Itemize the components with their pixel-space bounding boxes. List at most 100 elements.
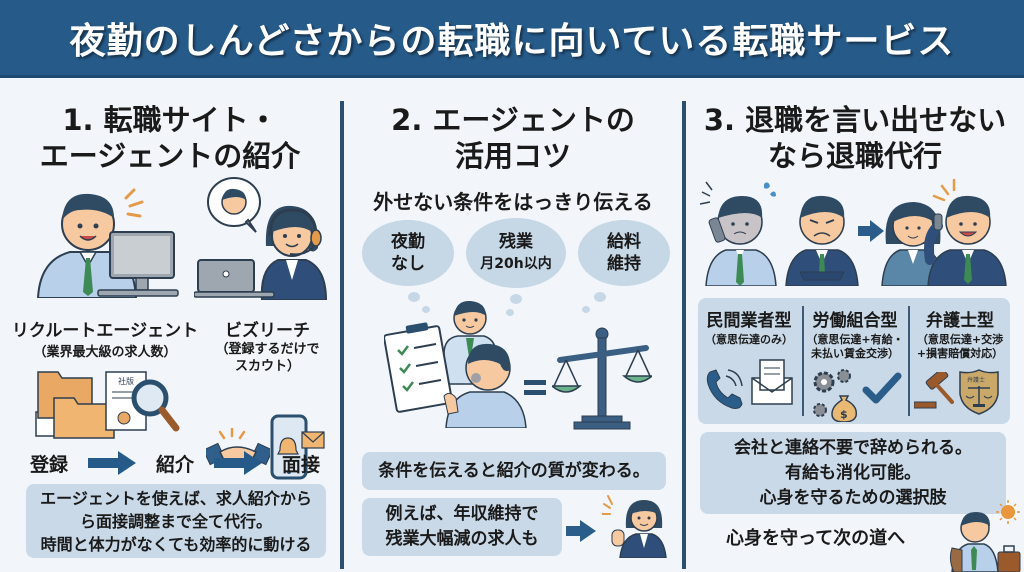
heading-line: 活用コツ	[454, 139, 571, 173]
svg-text:$: $	[840, 408, 848, 421]
phone-icon	[704, 362, 746, 412]
flow-step-introduce: 紹介	[155, 453, 194, 476]
type-desc: （意思伝達+交渉	[916, 333, 1004, 346]
process-flow: 登録 紹介 面接	[30, 448, 320, 478]
checkmark-icon	[862, 372, 902, 406]
section2-subheading: 外せない条件をはっきり伝える	[373, 190, 653, 214]
example-box: 例えば、年収維持で 残業大幅減の求人も	[362, 498, 562, 556]
condition-line: 残業	[499, 232, 533, 252]
money-bag-icon: $	[831, 395, 858, 422]
balance-scale-icon	[552, 326, 652, 430]
condition-line: 給料	[607, 232, 641, 252]
waving-woman-icon	[602, 494, 672, 558]
agency-types-card: 民間業者型 （意思伝達のみ） 労働組合型 （意思伝達+有給・	[698, 298, 1010, 424]
lawyer-badge-icon: 弁護士	[958, 368, 1000, 416]
service-recruit-agent: リクルートエージェント （業界最大級の求人数）	[10, 316, 200, 360]
service-note: （登録するだけで	[215, 342, 320, 357]
envelope-icon	[750, 358, 794, 406]
section-job-sites: 1. 転職サイト・ エージェントの紹介	[0, 80, 340, 572]
condition-line: 月20h以内	[480, 256, 552, 272]
section3-heading: 3. 退職を言い出せない なら退職代行	[686, 102, 1024, 174]
type-title: 労働組合型	[812, 311, 898, 331]
type-private-company: 民間業者型 （意思伝達のみ）	[698, 298, 800, 424]
man-at-computer-icon	[30, 180, 180, 298]
worried-man-phone-icon	[700, 178, 780, 286]
section2-heading: 2. エージェントの 活用コツ	[344, 102, 682, 174]
thought-dot	[506, 309, 514, 316]
traveler-icon	[948, 500, 1024, 572]
angry-boss-icon	[782, 184, 862, 286]
folders-icon: 社版	[32, 362, 182, 442]
thought-dot	[582, 306, 590, 313]
sun-icon	[996, 500, 1020, 524]
type-title: 民間業者型	[706, 311, 792, 331]
thought-dot	[422, 306, 430, 313]
heading-line: 3. 退職を言い出せない	[703, 103, 1007, 137]
condition-bubble-salary: 給料 維持	[578, 220, 670, 286]
section-resignation-agency: 3. 退職を言い出せない なら退職代行	[686, 80, 1024, 572]
heading-line: 1. 転職サイト・	[62, 103, 278, 137]
section1-heading: 1. 転職サイト・ エージェントの紹介	[0, 102, 340, 174]
condition-bubble-no-night-shift: 夜勤 なし	[362, 220, 454, 286]
smiling-man-phone-icon	[922, 176, 1012, 286]
column-divider	[682, 101, 686, 569]
page-title: 夜勤のしんどさからの転職に向いている転職サービス	[69, 20, 955, 62]
summary-line: ら面接調整まで全て代行。	[79, 512, 272, 531]
helpful-woman-icon	[880, 188, 946, 286]
service-bizreach: ビズリーチ （登録するだけで スカウト）	[205, 316, 330, 375]
type-separator	[908, 306, 910, 416]
condition-bubble-overtime: 残業 月20h以内	[466, 218, 566, 288]
document-label: 社版	[118, 376, 134, 386]
type-title: 弁護士型	[926, 311, 994, 331]
smartphone-notification-icon	[268, 414, 328, 482]
section3-summary-box: 会社と連絡不要で辞められる。 有給も消化可能。 心身を守るための選択肢	[700, 432, 1006, 514]
type-desc: +損害賠償対応）	[916, 347, 1004, 360]
section-agent-tips: 2. エージェントの 活用コツ 外せない条件をはっきり伝える 夜勤 なし 残業 …	[344, 80, 682, 572]
arrow-right-icon	[858, 220, 884, 242]
result-box: 条件を伝えると紹介の質が変わる。	[362, 452, 666, 490]
heading-line: なら退職代行	[767, 139, 942, 173]
magnifier-icon	[131, 379, 180, 432]
condition-line: 夜勤	[391, 232, 425, 252]
example-line: 例えば、年収維持で	[385, 504, 539, 524]
type-desc: （意思伝達のみ）	[705, 333, 793, 346]
summary-line: 会社と連絡不要で辞められる。	[734, 438, 972, 458]
condition-line: 維持	[607, 254, 641, 274]
service-note: スカウト）	[234, 359, 300, 374]
condition-line: なし	[391, 254, 425, 274]
equals-icon	[524, 380, 546, 396]
type-separator	[802, 306, 804, 416]
arrow-right-icon	[566, 520, 596, 542]
service-note: （業界最大級の求人数）	[33, 345, 177, 360]
service-name: リクルートエージェント	[11, 321, 199, 341]
flow-step-interview: 面接	[281, 453, 320, 476]
flow-step-register: 登録	[30, 453, 69, 476]
arrow-right-icon	[213, 451, 262, 475]
arrow-right-icon	[88, 451, 136, 475]
type-lawyer: 弁護士型 （意思伝達+交渉 +損害賠償対応） 弁護士	[910, 298, 1010, 424]
summary-line: 有給も消化可能。	[785, 463, 921, 483]
gavel-icon	[914, 372, 954, 412]
column-divider	[340, 101, 344, 569]
title-bar: 夜勤のしんどさからの転職に向いている転職サービス	[0, 0, 1024, 78]
badge-label: 弁護士	[967, 376, 985, 384]
heading-line: 2. エージェントの	[391, 103, 635, 137]
example-line: 残業大幅減の求人も	[385, 529, 539, 549]
thought-dot	[408, 292, 420, 302]
thought-dot	[594, 292, 606, 302]
type-desc: （意思伝達+有給・	[806, 333, 904, 346]
gears-icon: $	[810, 368, 860, 422]
summary-line: 時間と体力がなくても効率的に動ける	[40, 535, 312, 554]
service-name: ビズリーチ	[225, 321, 310, 341]
section1-summary-box: エージェントを使えば、求人紹介から ら面接調整まで全て代行。 時間と体力がなくて…	[26, 484, 326, 558]
summary-line: エージェントを使えば、求人紹介から	[40, 489, 312, 508]
checklist-icon	[384, 322, 453, 413]
closing-message: 心身を守って次の道へ	[726, 528, 906, 549]
heading-line: エージェントの紹介	[39, 139, 301, 173]
summary-line: 心身を守るための選択肢	[759, 488, 947, 508]
consultation-icon	[384, 294, 534, 428]
woman-with-headset-icon	[194, 176, 330, 300]
type-desc: 未払い賃金交渉）	[811, 347, 899, 360]
type-labor-union: 労働組合型 （意思伝達+有給・ 未払い賃金交渉） $	[804, 298, 906, 424]
thought-dot	[510, 294, 522, 304]
